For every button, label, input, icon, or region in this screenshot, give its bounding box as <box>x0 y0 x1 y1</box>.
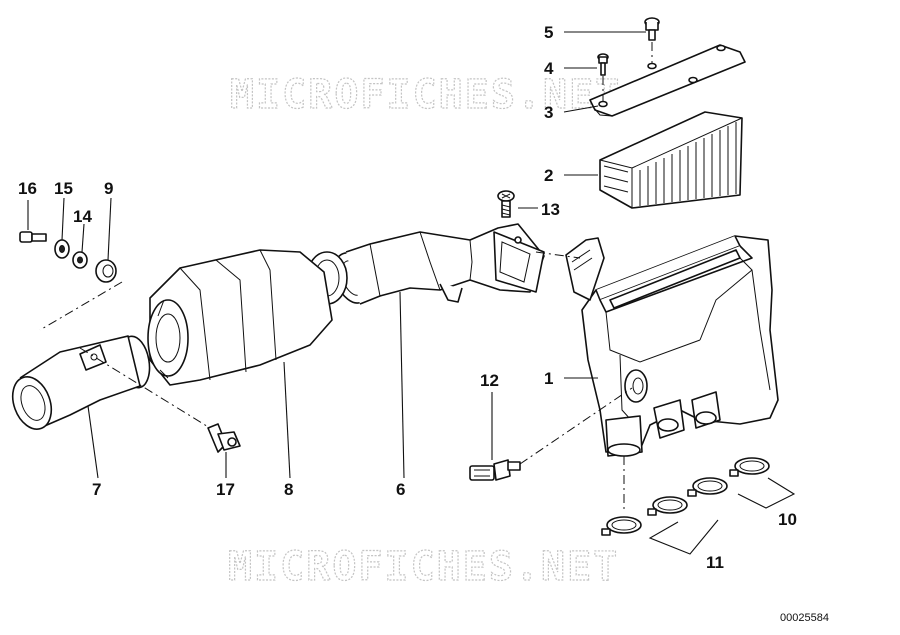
callout-8: 8 <box>284 480 293 499</box>
part-5-screw[interactable] <box>644 17 660 41</box>
callout-2: 2 <box>544 166 553 185</box>
part-13-screw[interactable] <box>497 190 515 218</box>
callout-labels: 5 4 3 2 1 13 12 6 8 7 17 16 15 14 9 10 1… <box>18 23 797 572</box>
part-4-screw[interactable] <box>597 53 609 76</box>
callout-4: 4 <box>544 59 554 78</box>
part-9-grommet[interactable] <box>95 259 117 283</box>
callout-12: 12 <box>480 371 499 390</box>
callout-14: 14 <box>73 207 92 226</box>
part-11-clamp-a[interactable] <box>647 496 688 516</box>
callout-13: 13 <box>541 200 560 219</box>
part-14-nut[interactable] <box>72 251 88 269</box>
part-1-filter-housing[interactable] <box>565 235 779 457</box>
watermark-bottom: MICROFICHES.NET <box>228 544 619 590</box>
callout-9: 9 <box>104 179 113 198</box>
callout-5: 5 <box>544 23 553 42</box>
part-17-clip-nut[interactable] <box>207 423 241 453</box>
assembly-lines <box>39 42 653 512</box>
part-10-clamp-a[interactable] <box>729 457 770 477</box>
part-6-intake-duct[interactable] <box>328 223 545 308</box>
callout-6: 6 <box>396 480 405 499</box>
diagram-reference-number: 00025584 <box>780 612 829 624</box>
callout-1: 1 <box>544 369 553 388</box>
part-12-sensor[interactable] <box>469 459 521 481</box>
callout-17: 17 <box>216 480 235 499</box>
callout-3: 3 <box>544 103 553 122</box>
callout-11: 11 <box>706 553 724 572</box>
part-15-washer[interactable] <box>54 239 70 259</box>
part-11-clamp-b[interactable] <box>601 516 642 536</box>
part-8-silencer[interactable] <box>147 249 348 386</box>
part-2-filter-element[interactable] <box>599 111 743 209</box>
part-10-clamp-b[interactable] <box>687 477 728 497</box>
callout-7: 7 <box>92 480 101 499</box>
watermark-top: MICROFICHES.NET <box>230 72 621 118</box>
part-3-cover-plate[interactable] <box>589 44 746 117</box>
part-16-bolt[interactable] <box>19 231 47 243</box>
part-7-inlet-funnel[interactable] <box>6 334 153 435</box>
callout-10: 10 <box>778 510 797 529</box>
callout-16: 16 <box>18 179 37 198</box>
leader-lines <box>27 31 796 555</box>
callout-15: 15 <box>54 179 73 198</box>
